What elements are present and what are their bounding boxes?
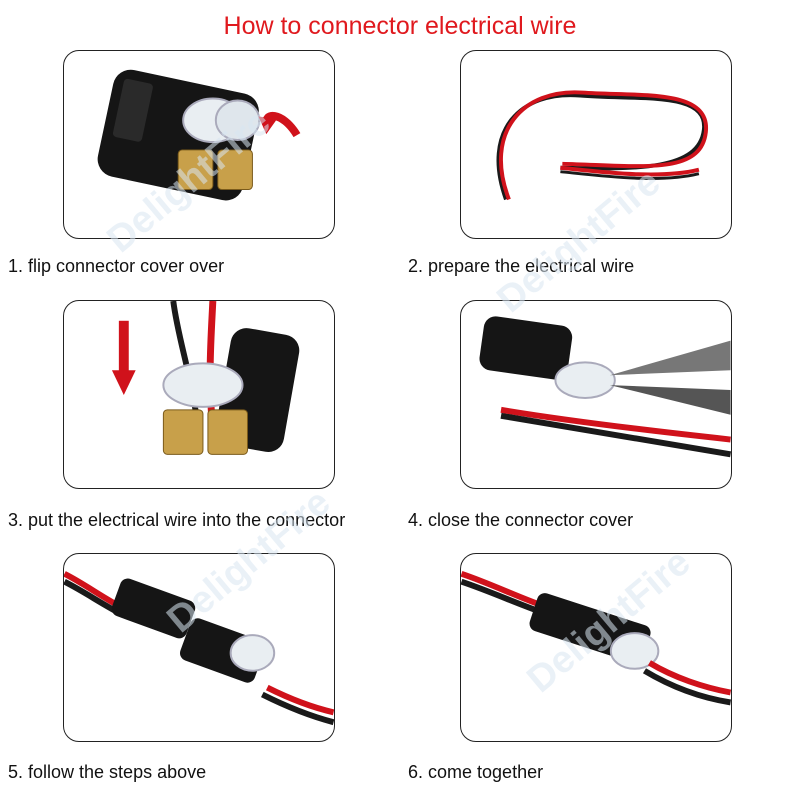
step-1-caption: 1. flip connector cover over (8, 256, 225, 276)
joined-connector-image (461, 570, 731, 706)
step-4-caption: 4. close the connector cover (408, 510, 634, 530)
connector-with-cover-flip-arrow-image (97, 69, 301, 201)
step-1-image (63, 50, 335, 239)
step-6-image (460, 553, 732, 742)
step-4-image (460, 300, 732, 489)
pliers-closing-cover-image (479, 316, 731, 458)
step-2-image (460, 50, 732, 239)
step-3-caption: 3. put the electrical wire into the conn… (8, 510, 346, 530)
red-black-wire-coil-image (496, 90, 708, 201)
step-5-caption: 5. follow the steps above (8, 762, 207, 782)
step-2-caption: 2. prepare the electrical wire (408, 256, 635, 276)
step-3-image (63, 300, 335, 489)
page-title: How to connector electrical wire (223, 12, 577, 40)
step-6-caption: 6. come together (408, 762, 544, 782)
two-connector-halves-image (64, 571, 334, 726)
wire-inserted-down-arrow-image (111, 301, 300, 455)
step-5-image (63, 553, 335, 742)
